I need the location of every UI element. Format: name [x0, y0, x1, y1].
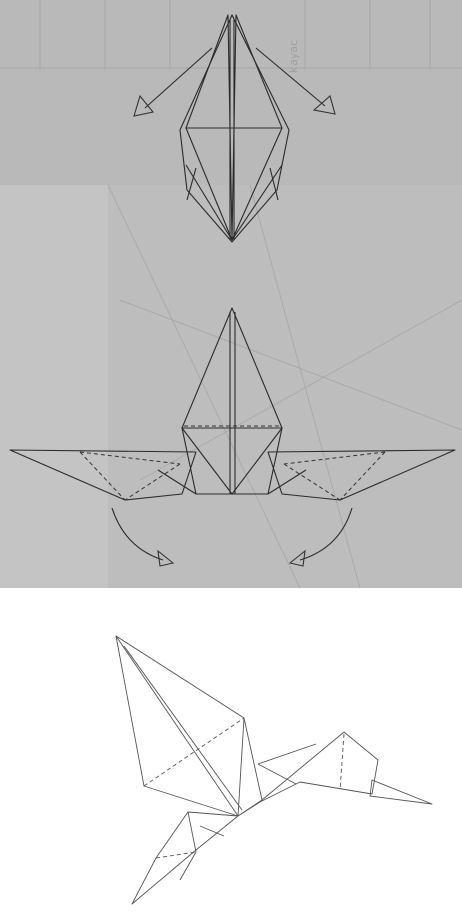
wing-fold-1: [116, 636, 238, 816]
hummingbird-beak: [370, 780, 432, 804]
step-3-hummingbird: [116, 636, 432, 904]
hummingbird-tail: [132, 812, 238, 904]
body-line-2: [258, 764, 296, 784]
hummingbird-wing: [116, 636, 244, 816]
watermark-text: ɔɐʎɐʞ: [288, 40, 301, 73]
wing-fold-2: [124, 646, 242, 810]
tail-line-3: [200, 826, 224, 836]
tail-line-1: [188, 812, 196, 852]
hummingbird-body: [238, 732, 378, 816]
inner-gray-square: [108, 185, 462, 588]
wing-dashed: [144, 718, 244, 786]
body-line-1: [244, 718, 262, 800]
body-line-3: [258, 744, 316, 764]
background: [0, 0, 462, 588]
body-dashed: [340, 734, 344, 790]
